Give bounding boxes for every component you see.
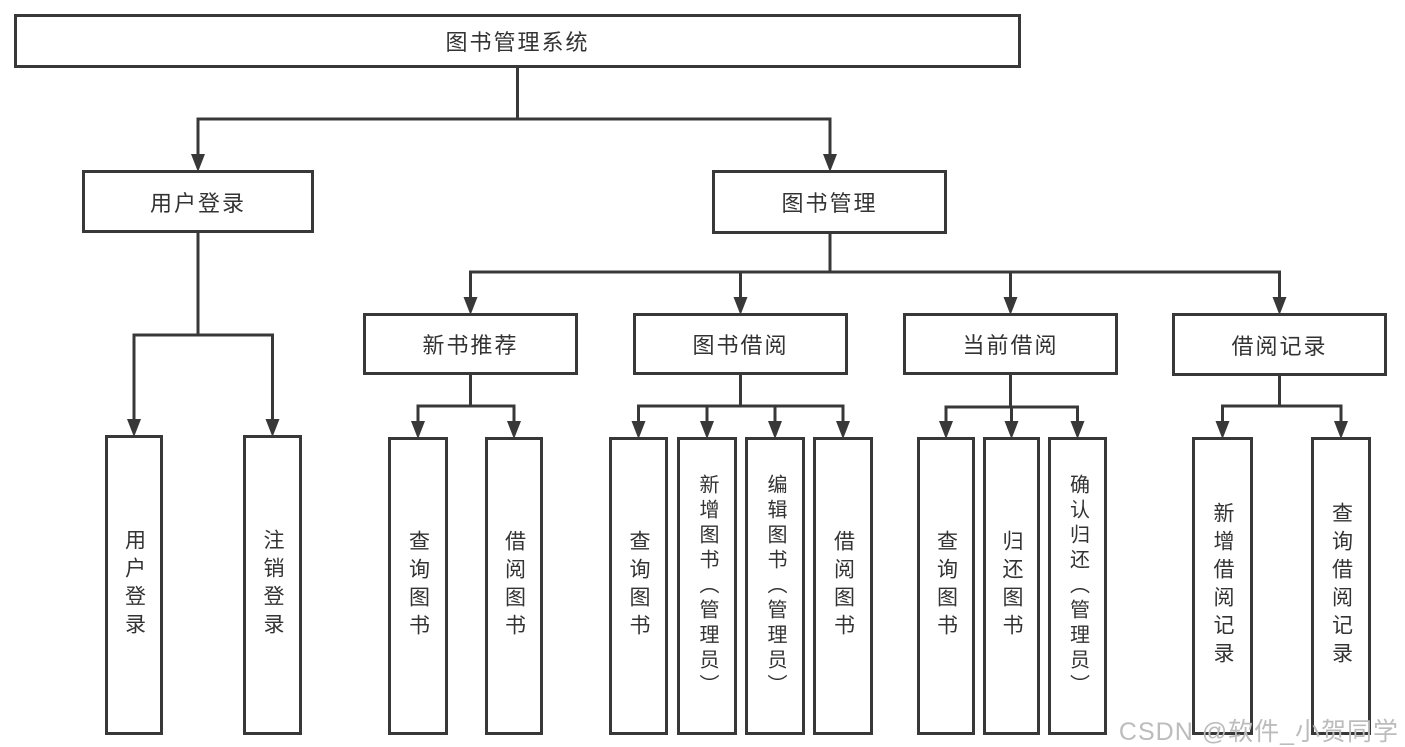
leaf-borrow-books: 借阅图书 [813, 437, 873, 735]
leaf-return-books-label: 归还图书 [1000, 530, 1023, 642]
node-borrowing-records: 借阅记录 [1172, 313, 1387, 376]
arrow-down-icon [1004, 421, 1019, 439]
leaf-add-borrow-record: 新增借阅记录 [1192, 437, 1253, 735]
arrow-down-icon [463, 297, 478, 315]
leaf-add-borrow-record-label: 新增借阅记录 [1211, 502, 1234, 670]
node-book-management: 图书管理 [712, 170, 947, 234]
arrow-down-icon [1070, 421, 1085, 439]
leaf-query-books-recommend: 查询图书 [388, 437, 448, 735]
arrow-down-icon [631, 421, 646, 439]
arrow-down-icon [127, 419, 141, 437]
node-borrowing-records-label: 借阅记录 [1231, 333, 1328, 359]
arrow-down-icon [700, 421, 714, 439]
arrow-down-icons [127, 154, 1348, 439]
leaf-confirm-return-admin-label: 确认归还（管理员） [1066, 473, 1089, 699]
leaf-query-books-recommend-label: 查询图书 [406, 530, 430, 642]
leaf-query-books-current-label: 查询图书 [934, 530, 958, 642]
leaf-logout-label: 注销登录 [261, 529, 284, 641]
arrow-down-icon [836, 421, 850, 439]
arrow-down-icon [1272, 297, 1287, 315]
connector-borrow-bar [637, 404, 845, 428]
arrow-down-icon [733, 297, 748, 315]
arrow-down-icon [823, 154, 837, 172]
leaf-edit-books-admin-label: 编辑图书（管理员） [764, 473, 786, 699]
node-book-borrowing-label: 图书借阅 [692, 333, 789, 358]
node-book-management-label: 图书管理 [781, 191, 878, 216]
leaf-user-login: 用户登录 [105, 435, 163, 735]
connector-recommend-bar [416, 404, 516, 428]
connector-level1-bar [196, 117, 832, 161]
node-book-borrowing: 图书借阅 [633, 313, 848, 375]
arrow-down-icon [191, 154, 205, 172]
arrow-down-icon [1215, 421, 1230, 439]
leaf-logout: 注销登录 [243, 435, 302, 735]
leaf-borrow-books-recommend: 借阅图书 [485, 437, 543, 735]
connector-level2-bar [469, 270, 1281, 303]
leaf-query-borrow-record: 查询借阅记录 [1311, 437, 1371, 735]
leaf-user-login-label: 用户登录 [122, 529, 146, 641]
leaf-borrow-books-recommend-label: 借阅图书 [502, 530, 526, 642]
leaf-add-books-admin: 新增图书（管理员） [677, 437, 737, 735]
leaf-borrow-books-label: 借阅图书 [831, 530, 855, 642]
leaf-query-books-borrow-label: 查询图书 [627, 530, 650, 642]
connector-user-login-bar [132, 333, 274, 426]
arrow-down-icon [939, 421, 953, 439]
node-user-login: 用户登录 [82, 170, 314, 233]
arrow-down-icon [411, 421, 425, 439]
arrow-down-icon [507, 421, 521, 439]
arrow-down-icon [768, 421, 782, 439]
node-new-book-recommend: 新书推荐 [363, 313, 578, 375]
arrow-down-icon [265, 419, 280, 437]
node-new-book-recommend-label: 新书推荐 [422, 333, 519, 358]
arrow-down-icon [1334, 421, 1348, 439]
leaf-edit-books-admin: 编辑图书（管理员） [745, 437, 805, 735]
connector-records-bar [1221, 404, 1343, 428]
node-user-login-label: 用户登录 [149, 190, 246, 216]
node-root-system: 图书管理系统 [14, 14, 1021, 68]
node-root-label: 图书管理系统 [445, 30, 590, 55]
arrow-down-icon [1003, 297, 1018, 315]
leaf-query-books-borrow: 查询图书 [609, 437, 668, 735]
leaf-return-books: 归还图书 [983, 437, 1040, 735]
leaf-confirm-return-admin: 确认归还（管理员） [1048, 437, 1107, 735]
node-current-borrowing: 当前借阅 [903, 313, 1118, 375]
csdn-watermark: CSDN @软件_小贺同学 [1118, 718, 1399, 746]
leaf-query-books-current: 查询图书 [917, 437, 975, 735]
leaf-add-books-admin-label: 新增图书（管理员） [696, 473, 718, 699]
node-current-borrowing-label: 当前借阅 [962, 333, 1059, 358]
leaf-query-borrow-record-label: 查询借阅记录 [1329, 502, 1353, 670]
